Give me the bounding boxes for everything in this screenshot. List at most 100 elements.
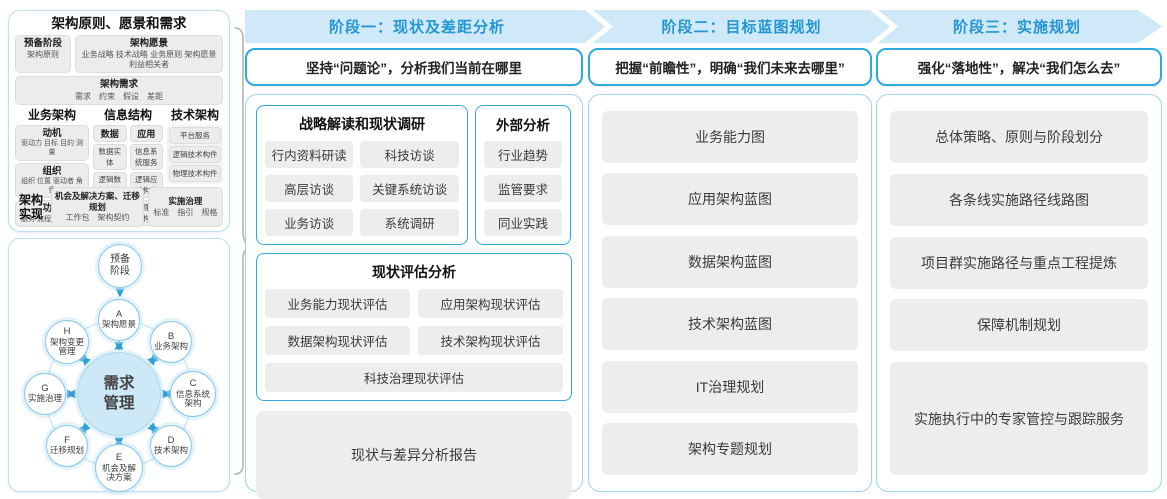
business-title: 业务架构 <box>27 107 76 122</box>
node-label: 技术架构 <box>153 445 188 456</box>
vision-box: 架构愿景 业务战略 技术战略 业务原则 架构愿景 利益相关者 <box>75 35 223 74</box>
technology-item: 物理技术构件 <box>169 164 221 183</box>
external-item: 行业趋势 <box>484 141 562 168</box>
phase2-items: 业务能力图 应用架构蓝图 数据架构蓝图 技术架构蓝图 IT治理规划 架构专题规划 <box>589 95 871 491</box>
implementation-governance-box: 实施治理 标准 指引 规格 <box>147 187 223 227</box>
adm-center-circle: 需求管理 <box>77 352 161 436</box>
strategy-item: 系统调研 <box>360 209 459 236</box>
phase1-band-label: 阶段一：现状及差距分析 <box>328 19 505 36</box>
architecture-columns: 业务架构 动机 驱动力 目标 目的 测量 组织 组织 位置 驱动者 角色 功能 … <box>15 107 223 228</box>
assessment-item: 科技治理现状评估 <box>265 363 563 392</box>
node-label: 迁移规划 <box>49 445 84 456</box>
phase2-container: 业务能力图 应用架构蓝图 数据架构蓝图 技术架构蓝图 IT治理规划 架构专题规划 <box>588 94 872 492</box>
governance-sub: 标准 指引 规格 <box>153 207 218 217</box>
opportunities-sub: 工作包 架构契约 <box>65 213 130 223</box>
panel-title: 架构原则、愿景和需求 <box>51 16 187 31</box>
phase3-item: 实施执行中的专家管控与跟踪服务 <box>890 362 1148 475</box>
adm-node-h: H 架构变更管理 <box>45 320 89 364</box>
vision-title: 架构愿景 <box>129 38 168 49</box>
external-items: 行业趋势 监管要求 同业实践 <box>484 141 562 236</box>
phase1-top-row: 战略解读和现状调研 行内资料研读 科技访谈 高层访谈 关键系统访谈 业务访谈 系… <box>256 105 572 245</box>
node-label: 机会及解决方案 <box>101 462 136 483</box>
assessment-item: 技术架构现状评估 <box>418 326 563 355</box>
opportunities-title: 机会及解决方案、迁移规划 <box>54 190 140 212</box>
architecture-realization-row: 架构实现 机会及解决方案、迁移规划 工作包 架构契约 实施治理 标准 指引 规格 <box>15 187 223 227</box>
strategy-box-title: 战略解读和现状调研 <box>299 116 425 132</box>
strategy-item: 高层访谈 <box>265 175 354 202</box>
strategy-items-grid: 行内资料研读 科技访谈 高层访谈 关键系统访谈 业务访谈 系统调研 <box>265 141 459 236</box>
technology-items: 平台服务 逻辑技术构件 物理技术构件 <box>167 124 223 184</box>
strategy-item: 业务访谈 <box>265 209 354 236</box>
adm-node-e: E 机会及解决方案 <box>95 444 143 492</box>
information-title: 信息结构 <box>103 107 152 122</box>
node-id: B <box>167 331 175 343</box>
assessment-items-grid: 业务能力现状评估 应用架构现状评估 数据架构现状评估 技术架构现状评估 科技治理… <box>265 289 563 392</box>
assessment-item: 业务能力现状评估 <box>265 289 410 318</box>
technology-item: 逻辑技术构件 <box>169 145 221 163</box>
motivation-box: 动机 驱动力 目标 目的 测量 <box>15 124 89 161</box>
external-analysis-box: 外部分析 行业趋势 监管要求 同业实践 <box>475 105 571 245</box>
opportunities-migration-box: 机会及解决方案、迁移规划 工作包 架构契约 <box>51 187 144 227</box>
phase2-item: 业务能力图 <box>602 111 858 163</box>
adm-node-f: F 迁移规划 <box>46 425 88 467</box>
data-item: 数据实体 <box>93 143 127 170</box>
adm-node-c: C 信息系统架构 <box>170 371 216 417</box>
phase3-container: 总体策略、原则与阶段划分 各条线实施路径线路图 项目群实施路径与重点工程提炼 保… <box>876 94 1162 492</box>
phase3-band: 阶段三：实施规划 <box>878 10 1162 43</box>
node-label: 业务架构 <box>153 341 188 352</box>
phase3-band-label: 阶段三：实施规划 <box>952 19 1081 36</box>
strategy-research-box: 战略解读和现状调研 行内资料研读 科技访谈 高层访谈 关键系统访谈 业务访谈 系… <box>256 105 468 245</box>
node-id: H <box>63 326 71 338</box>
adm-node-g: G 实施治理 <box>24 373 66 415</box>
technology-title: 技术架构 <box>170 107 219 122</box>
adm-prep-circle: 预备阶段 <box>98 244 142 288</box>
assessment-box-title: 现状评估分析 <box>372 264 456 280</box>
technology-item: 平台服务 <box>169 126 221 144</box>
prep-sub: 架构原则 <box>27 50 59 60</box>
node-id: D <box>167 435 175 447</box>
adm-center-label: 需求管理 <box>103 374 135 412</box>
requirements-title: 架构需求 <box>99 79 138 91</box>
node-id: A <box>115 309 123 321</box>
architecture-content-panel: 架构原则、愿景和需求 预备阶段 架构原则 架构愿景 业务战略 技术战略 业务原则… <box>8 10 230 232</box>
assessment-item: 数据架构现状评估 <box>265 326 410 355</box>
phase2-item: IT治理规划 <box>602 360 858 413</box>
adm-prep-label: 预备阶段 <box>110 254 130 277</box>
node-id: G <box>41 383 49 395</box>
external-box-title: 外部分析 <box>496 118 550 133</box>
gap-analysis-report-box: 现状与差异分析报告 <box>256 411 572 499</box>
application-header: 应用 <box>129 124 163 142</box>
prep-title: 预备阶段 <box>23 38 62 49</box>
phase1-subtitle: 坚持“问题论”，分析我们当前在哪里 <box>245 48 583 86</box>
external-item: 同业实践 <box>484 209 562 236</box>
phase2-item: 技术架构蓝图 <box>602 298 858 351</box>
phase1-band: 阶段一：现状及差距分析 <box>245 10 605 43</box>
phase3-subtitle: 强化“落地性”，解决“我们怎么去” <box>876 48 1162 86</box>
phase3-item: 项目群实施路径与重点工程提炼 <box>890 236 1148 289</box>
phase3-item: 保障机制规划 <box>890 299 1148 352</box>
phase2-band-label: 阶段二：目标蓝图规划 <box>661 19 822 36</box>
assessment-item: 应用架构现状评估 <box>418 289 563 318</box>
application-item: 信息系统服务 <box>129 143 163 170</box>
information-structure-column: 信息结构 数据 数据实体 逻辑数据构件 物理数据构件 应用 信息系统服务 逻辑应… <box>93 107 163 226</box>
phase2-item: 架构专题规划 <box>602 422 858 475</box>
phase1-container: 战略解读和现状调研 行内资料研读 科技访谈 高层访谈 关键系统访谈 业务访谈 系… <box>245 94 583 499</box>
phase3-item: 总体策略、原则与阶段划分 <box>890 111 1148 163</box>
organization-title: 组织 <box>42 165 62 177</box>
phase2-subtitle: 把握“前瞻性”，明确“我们未来去哪里” <box>588 48 872 86</box>
governance-title: 实施治理 <box>168 196 203 207</box>
phase3-item: 各条线实施路径线路图 <box>890 173 1148 226</box>
requirements-sub: 需求 约束 假设 差距 <box>75 91 163 101</box>
strategy-item: 科技访谈 <box>360 141 459 168</box>
data-header: 数据 <box>93 124 127 142</box>
node-label: 信息系统架构 <box>175 388 210 409</box>
vision-sub: 业务战略 技术战略 业务原则 架构愿景 利益相关者 <box>81 50 217 70</box>
phase2-item: 数据架构蓝图 <box>602 235 858 288</box>
external-item: 监管要求 <box>484 175 562 202</box>
node-label: 实施治理 <box>27 393 62 404</box>
node-id: F <box>64 435 70 447</box>
adm-node-b: B 业务架构 <box>150 321 192 363</box>
strategy-item: 行内资料研读 <box>265 141 354 168</box>
business-architecture-column: 业务架构 动机 驱动力 目标 目的 测量 组织 组织 位置 驱动者 角色 功能 … <box>15 107 89 228</box>
